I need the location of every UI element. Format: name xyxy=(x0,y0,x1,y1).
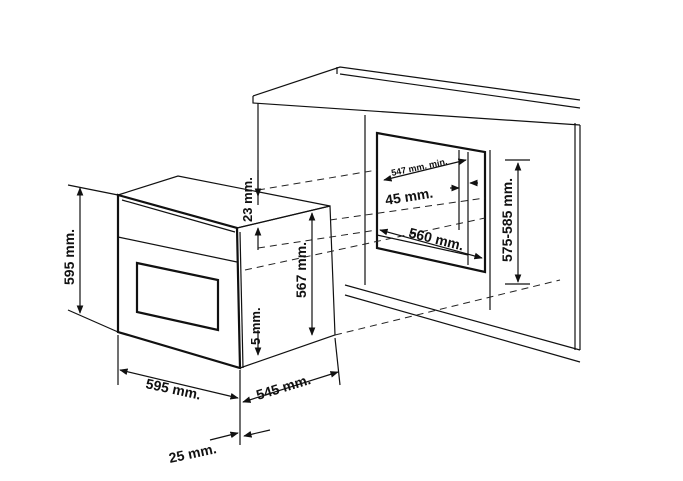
niche-height-label: 575-585 mm. xyxy=(499,178,515,262)
kitchen-cabinet xyxy=(252,66,581,363)
top-gap-label: 23 mm. xyxy=(240,177,255,222)
oven-depth-label: 545 mm. xyxy=(254,371,312,403)
oven-height-label: 595 mm. xyxy=(61,229,77,285)
front-depth-label: 25 mm. xyxy=(167,440,218,466)
bottom-gap-label: 5 mm. xyxy=(248,307,263,345)
projection-lines xyxy=(244,169,561,336)
dimension-lines xyxy=(67,158,530,445)
oven-width-label: 595 mm. xyxy=(144,375,202,402)
oven-door-window xyxy=(135,261,220,332)
niche-width-label: 547 mm. min. xyxy=(390,156,448,178)
inner-height-label: 567 mm. xyxy=(293,242,309,298)
back-gap-label: 45 mm. xyxy=(384,185,434,208)
